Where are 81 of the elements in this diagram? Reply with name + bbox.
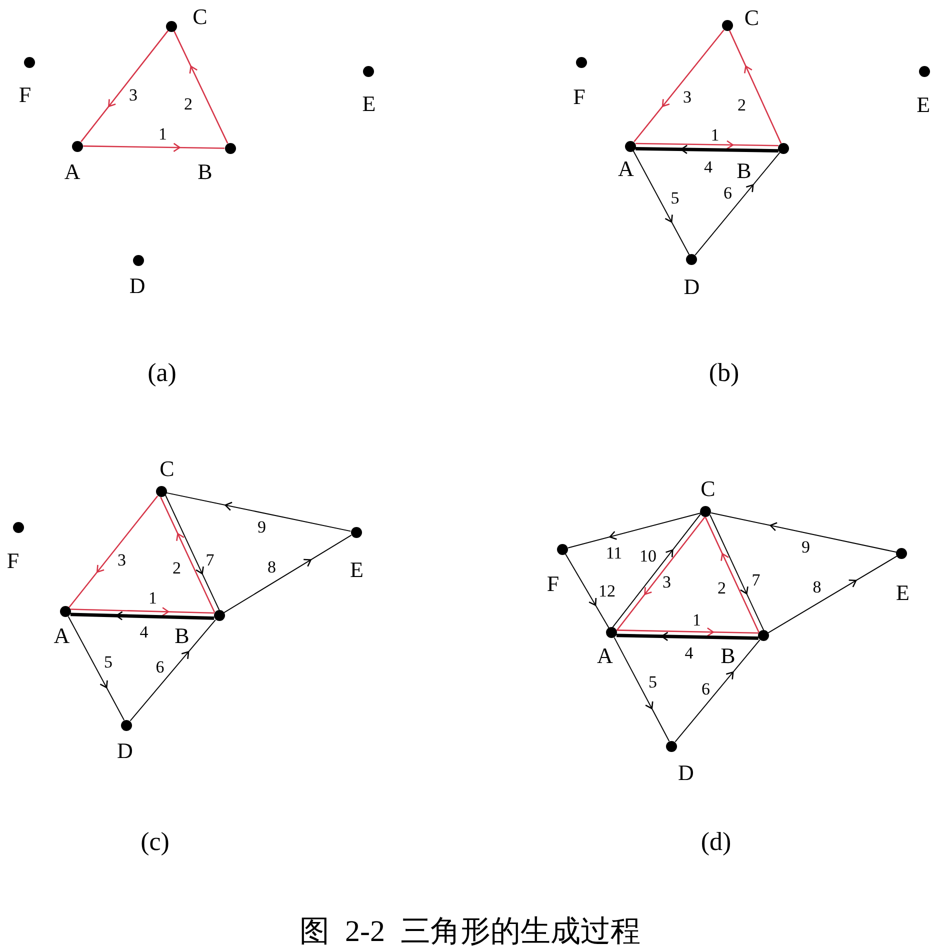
edge-label: 8 (812, 578, 822, 596)
arrow (694, 152, 780, 256)
edge-label: 6 (156, 658, 164, 676)
arrow (565, 554, 610, 628)
arrow (173, 30, 228, 144)
edge-label: 7 (206, 552, 214, 568)
panel-label: (d) (700, 828, 732, 856)
edge-label: 5 (670, 190, 680, 207)
point-label: C (700, 478, 716, 500)
edge-label: 5 (648, 674, 657, 690)
point-label: F (546, 572, 560, 595)
edge-label: 9 (257, 518, 266, 536)
edge-label: 3 (117, 552, 126, 568)
point-label: A (597, 644, 613, 667)
edge-label: 10 (640, 548, 656, 564)
arrow (70, 611, 214, 620)
point-label: B (174, 624, 190, 647)
panel-label: (a) (148, 359, 176, 387)
arrow (68, 616, 125, 721)
arrow (710, 512, 897, 553)
edge-label: 2 (184, 96, 193, 112)
point-label: E (350, 558, 364, 581)
arrow (616, 632, 758, 642)
edge-label: 4 (684, 644, 694, 662)
edge-label: 4 (704, 158, 713, 176)
arrow (729, 30, 782, 144)
point-label: C (192, 6, 208, 28)
arrow (70, 606, 214, 616)
arrow (166, 492, 352, 532)
arrow (616, 627, 759, 637)
arrow (130, 619, 216, 722)
point-label: D (117, 740, 133, 762)
edge-label: 3 (129, 86, 138, 104)
point-label: E (362, 92, 376, 115)
arrow (80, 30, 169, 142)
point-label: D (684, 276, 700, 298)
point-label: E (916, 94, 930, 116)
point-label: C (744, 7, 760, 30)
edge-label: 1 (692, 612, 701, 628)
edge-label: 6 (723, 184, 732, 202)
point-label: B (736, 160, 752, 182)
arrow (634, 30, 724, 142)
edge-label: 2 (717, 580, 726, 596)
arrow (674, 639, 760, 742)
edge-label: 5 (104, 654, 113, 671)
point-label: F (6, 550, 20, 572)
point-label: C (160, 458, 174, 480)
arrow (768, 556, 898, 634)
point-label: E (896, 582, 910, 604)
arrow (223, 534, 352, 614)
point-label: B (198, 160, 212, 183)
arrow (636, 140, 778, 150)
edge-label: 1 (158, 126, 167, 142)
panel-label: (c) (140, 828, 170, 856)
edge-label: 7 (752, 572, 760, 588)
arrow (68, 496, 158, 608)
edge-label: 4 (140, 623, 148, 640)
point-label: D (129, 275, 146, 297)
caption: 图 2-2 三角形的生成过程 (300, 915, 640, 949)
arrow (568, 512, 701, 548)
arrow (83, 142, 225, 152)
arrow (635, 144, 778, 154)
edge-label: 9 (801, 538, 810, 556)
arrow (632, 150, 690, 255)
panel-label: (b) (708, 359, 740, 387)
point-label: B (720, 644, 736, 667)
point-label: F (573, 86, 586, 108)
edge-label: 3 (683, 88, 692, 106)
edge-label: 8 (267, 558, 276, 576)
edge-label: 2 (737, 96, 746, 114)
edge-label: 6 (701, 680, 710, 698)
edge-label: 1 (710, 126, 720, 144)
point-label: A (54, 624, 70, 647)
point-label: F (18, 84, 32, 106)
edge-label: 11 (606, 544, 622, 562)
arrow (614, 637, 670, 742)
edge-label: 3 (662, 573, 671, 590)
edge-label: 12 (598, 582, 616, 600)
point-label: D (678, 762, 694, 784)
point-label: A (618, 158, 634, 180)
point-label: A (64, 161, 80, 184)
